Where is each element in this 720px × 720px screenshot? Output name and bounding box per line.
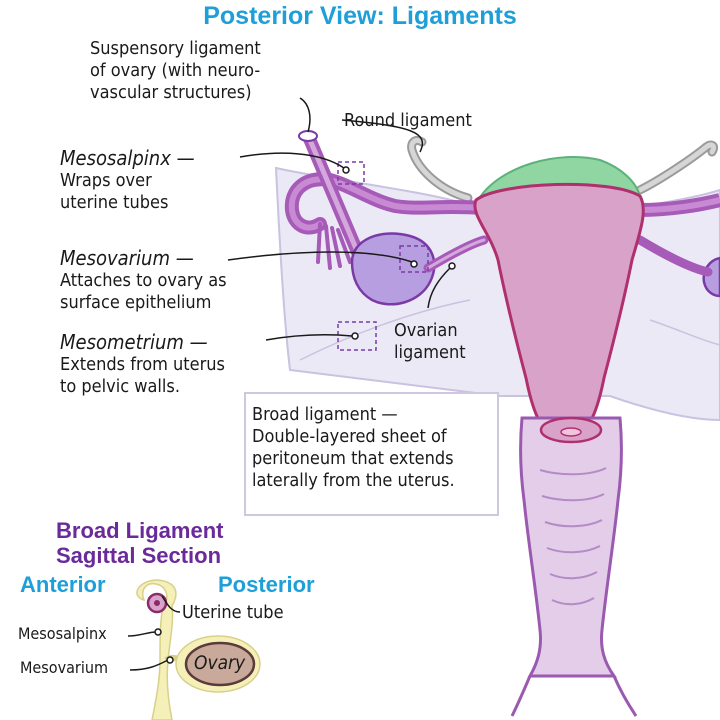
mesovarium-heading-text: Mesovarium	[60, 246, 170, 270]
page-title: Posterior View: Ligaments	[203, 2, 517, 30]
ovary-left	[350, 232, 436, 306]
sagittal-title-line-1: Broad Ligament	[56, 518, 224, 543]
broad-ligament-line-2: Double-layered sheet of	[252, 426, 447, 447]
broad-ligament-heading-text: Broad ligament	[252, 404, 377, 425]
mesovarium-desc-2: surface epithelium	[60, 292, 212, 313]
vagina	[519, 416, 623, 678]
uterine-tube-label: Uterine tube	[182, 602, 284, 623]
vaginal-opening-legs	[510, 675, 638, 717]
mesosalpinx-desc-2: uterine tubes	[60, 192, 169, 213]
mesovarium-heading: Mesovarium —	[60, 246, 194, 270]
ovarian-line-1: Ovarian	[394, 320, 458, 341]
mesosalpinx-heading: Mesosalpinx —	[60, 146, 195, 170]
mesometrium-desc-2: to pelvic walls.	[60, 376, 181, 397]
suspensory-line-2: of ovary (with neuro-	[90, 60, 261, 81]
broad-ligament-callout-box	[244, 392, 499, 516]
mesovarium-label: Mesovarium — Attaches to ovary as surfac…	[60, 246, 227, 314]
suspensory-ligament-inner	[307, 137, 363, 261]
uterus-body	[473, 182, 645, 424]
sagittal-mesovarium-label: Mesovarium	[20, 658, 108, 677]
mesometrium-label: Mesometrium — Extends from uterus to pel…	[60, 330, 225, 398]
ovarian-ligament-left-inner	[426, 238, 486, 270]
external-os	[560, 427, 582, 437]
mesovarium-desc-1: Attaches to ovary as	[60, 270, 227, 291]
mesosalpinx-region-box	[337, 161, 365, 185]
mesosalpinx-label: Mesosalpinx — Wraps over uterine tubes	[60, 146, 195, 214]
mesometrium-heading-text: Mesometrium	[60, 330, 184, 354]
suspensory-line-1: Suspensory ligament	[90, 38, 261, 59]
sagittal-broad-ligament	[136, 579, 177, 720]
broad-ligament-line-4: laterally from the uterus.	[252, 470, 455, 491]
broad-ligament-fold-line-right	[649, 319, 720, 346]
uterine-tube-right-inner	[639, 197, 720, 213]
mesosalpinx-heading-text: Mesosalpinx	[60, 146, 171, 170]
broad-ligament-description: Broad ligament — Double-layered sheet of…	[252, 404, 455, 492]
ovarian-ligament-right	[635, 235, 713, 277]
mesometrium-desc-1: Extends from uterus	[60, 354, 225, 375]
round-ligament-label: Round ligament	[344, 110, 472, 131]
mesometrium-region-box	[337, 321, 377, 351]
vaginal-rugae	[539, 467, 607, 606]
ovary-label: Ovary	[194, 652, 246, 674]
mesosalpinx-desc-1: Wraps over	[60, 170, 152, 191]
mesometrium-heading: Mesometrium —	[60, 330, 208, 354]
broad-ligament-heading: Broad ligament —	[252, 404, 398, 425]
broad-ligament-line-3: peritoneum that extends	[252, 448, 454, 469]
broad-ligament-fold-line	[299, 299, 471, 361]
posterior-label: Posterior	[218, 572, 315, 597]
suspensory-ligament-label: Suspensory ligament of ovary (with neuro…	[90, 38, 261, 104]
ovarian-line-2: ligament	[394, 342, 466, 363]
leader-lines	[227, 97, 456, 341]
suspensory-ligament-cut	[298, 130, 318, 142]
round-ligament-left-inner	[409, 137, 471, 201]
sagittal-leader-lines	[127, 595, 181, 671]
ovarian-ligament-label: Ovarian ligament	[394, 320, 466, 364]
sagittal-mesosalpinx-label: Mesosalpinx	[18, 624, 107, 643]
sagittal-uterine-tube-lumen	[154, 600, 160, 606]
sagittal-ovary	[184, 641, 256, 687]
sagittal-section-title: Broad Ligament Sagittal Section	[56, 518, 223, 568]
anterior-label: Anterior	[20, 572, 106, 597]
round-ligament-right-inner	[637, 142, 717, 193]
sagittal-title-line-2: Sagittal Section	[56, 543, 222, 568]
suspensory-line-3: vascular structures)	[90, 82, 252, 103]
